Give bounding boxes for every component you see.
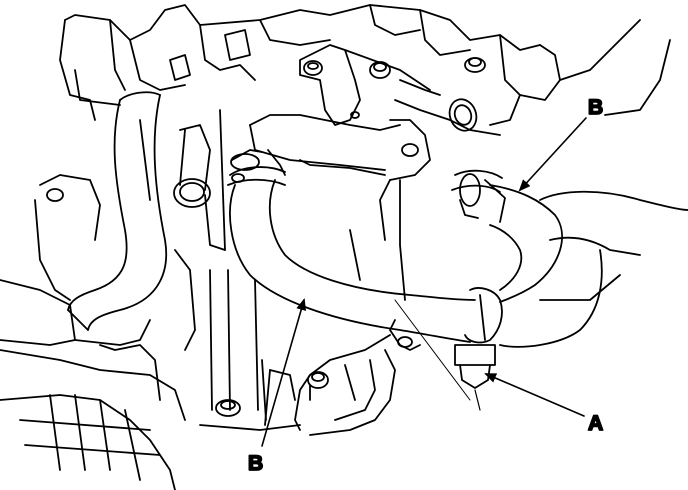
left-housing [0,174,196,490]
callout-b-upper: B [588,96,603,119]
engine-block-upper [59,4,671,126]
leader-lines [261,117,587,447]
mounting-bracket [299,44,431,126]
main-hose [227,149,476,343]
upper-right-pipe [394,79,501,136]
hose-joint [454,287,503,389]
center-rods [199,269,301,431]
outlet-stub-left [173,109,226,251]
lower-bracket [264,319,421,436]
leader-a [484,373,585,417]
right-hose [451,169,688,348]
center-casting [249,114,431,301]
left-upper-hose [67,91,168,331]
callout-a: A [588,412,603,435]
leader-b-upper [518,117,587,192]
callout-b-lower: B [248,452,263,475]
leader-b-lower [261,298,307,447]
